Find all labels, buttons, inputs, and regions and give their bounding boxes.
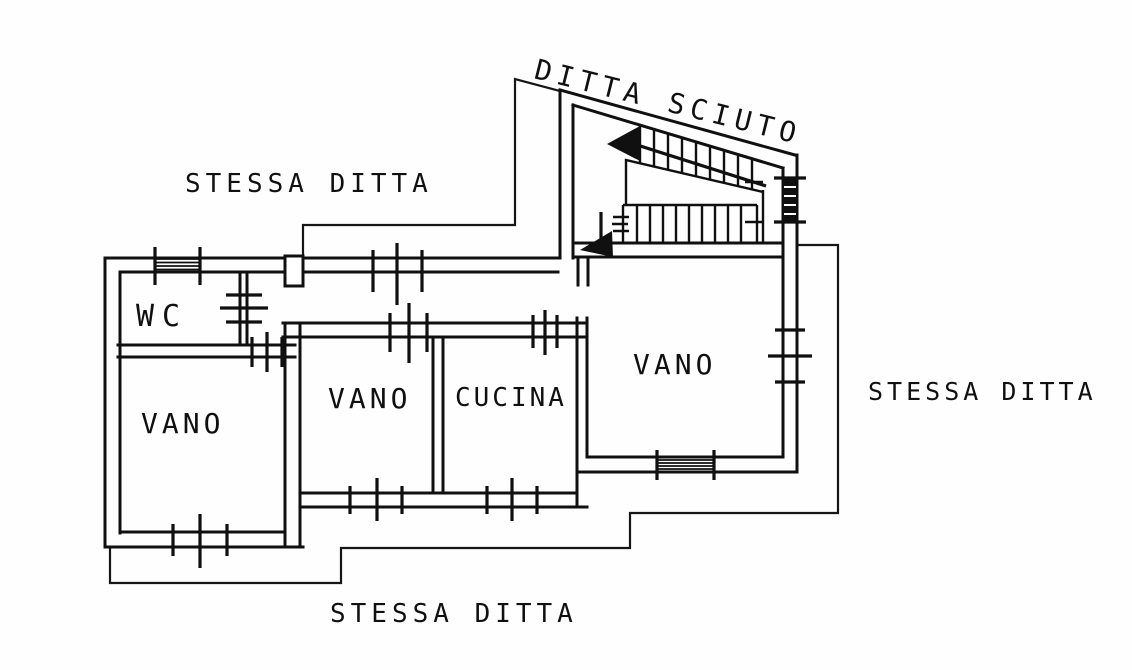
vano-center-bottom-door-ticks [348,478,404,521]
stair-lower-flight [621,203,759,243]
center-rooms-top-wall [281,321,589,339]
vano-left-bottom-wall [103,530,305,549]
neighbor-label-bottom: STESSA DITTA [330,599,578,629]
stairwell-slanted-wall [558,88,797,170]
stair-up-arrow-stem [633,142,767,188]
boundary-right-bottom [108,243,840,585]
wc-door-ticks [220,293,268,324]
boundary-pillar [283,254,305,288]
room-label-cucina: CUCINA [455,383,567,413]
cucina-top-door-ticks [531,310,559,355]
stair-core-edge [624,158,764,205]
stair-break-dashes [612,215,629,233]
center-rooms-bottom-wall [298,491,589,509]
cucina-right-wall [575,316,589,509]
neighbor-label-top: STESSA DITTA [185,169,433,199]
exterior-and-interior-walls [103,88,799,549]
room-label-vano-right: VANO [633,348,716,381]
corridor-top-door-ticks [371,243,424,305]
vano-right-bottom-window [655,450,716,480]
neighbor-label-right: STESSA DITTA [868,377,1097,406]
wc-window [153,247,202,285]
room-label-vano-left: VANO [141,407,224,440]
cucina-bottom-door-ticks [485,478,539,521]
vano-left-bottom-door-ticks [171,514,229,568]
staircase [580,125,767,257]
vano-cucina-partition [431,335,445,495]
top-left-wall-inner [118,270,560,535]
vano-left-top-door-ticks [250,332,284,372]
top-left-wall-outer [103,256,562,549]
boundary-top-left [301,77,562,260]
room-label-vano-center: VANO [328,382,411,415]
vano-left-center-wall [283,321,302,549]
vano-right-bottom-wall [575,455,799,474]
vano-right-wall-door-ticks [768,328,812,384]
room-label-wc: WC [136,299,188,334]
stairwell-left-wall [558,88,575,260]
entrance-arrow-icon [580,231,613,257]
stairwell-right-window [774,176,806,224]
door-ticks [171,243,812,568]
vano-right-left-stub-wall [576,255,590,287]
stair-up-arrow-icon [607,126,640,161]
property-boundary-lines [108,77,840,585]
vano-center-top-door-ticks [388,303,429,363]
